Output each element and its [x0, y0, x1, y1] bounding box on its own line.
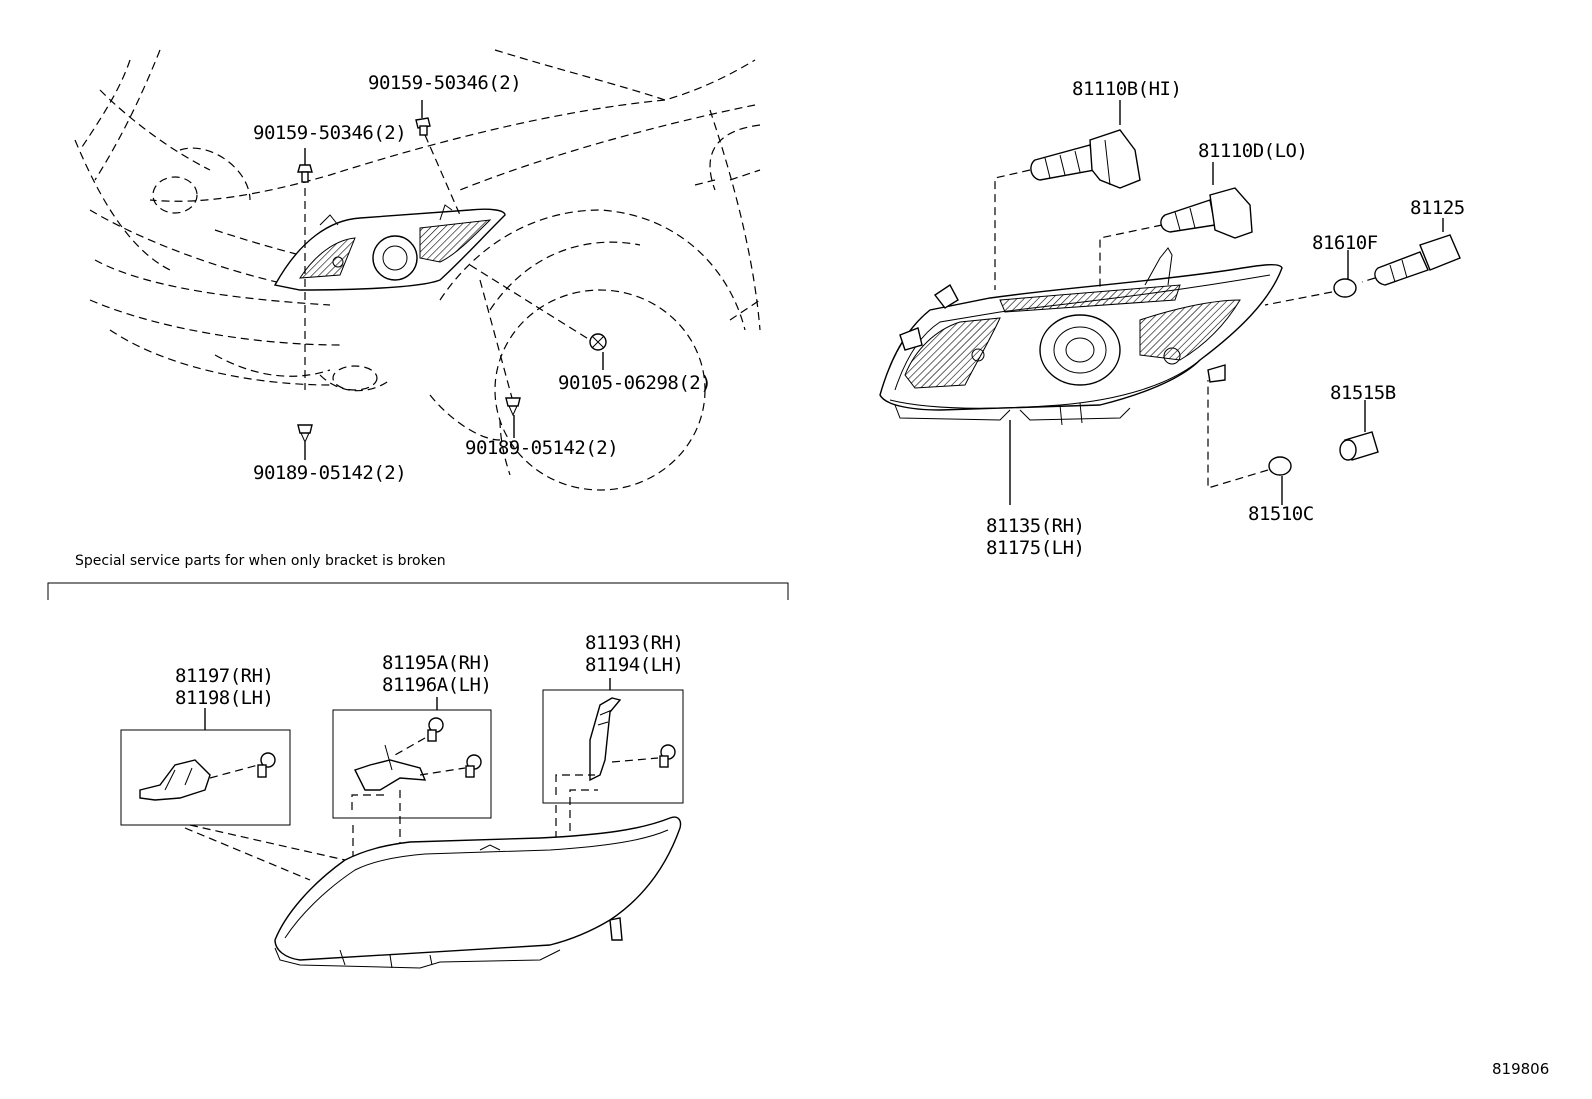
label-bracket-81195a-rh: 81195A(RH): [382, 652, 492, 674]
label-headlamp-rh: 81135(RH): [986, 515, 1085, 537]
label-bracket-81197: 81197(RH) 81198(LH): [175, 665, 274, 709]
label-screw-fender: 90105-06298(2): [558, 372, 712, 394]
label-headlamp: 81135(RH) 81175(LH): [986, 515, 1085, 559]
label-socket-81515b: 81515B: [1330, 382, 1396, 404]
figure-number: 819806: [1492, 1060, 1550, 1078]
headlamp-assembly: [879, 247, 1283, 505]
label-bolt-top-left: 90159-50346(2): [253, 122, 407, 144]
bulb-lo: [1099, 162, 1253, 290]
special-service-note: Special service parts for when only brac…: [75, 553, 446, 569]
bulb-hi: [994, 100, 1141, 290]
bracket-box-81195a: [332, 697, 492, 860]
label-clip-bottom-right: 90189-05142(2): [465, 437, 619, 459]
label-bolt-top-right: 90159-50346(2): [368, 72, 522, 94]
bulb-81610f: [1264, 250, 1357, 306]
label-bracket-81194-lh: 81194(LH): [585, 654, 684, 676]
label-bracket-81193: 81193(RH) 81194(LH): [585, 632, 684, 676]
bracket-box-81197: [120, 708, 346, 881]
car-front-outline: [74, 49, 761, 491]
label-bracket-81196a-lh: 81196A(LH): [382, 674, 492, 696]
label-socket-81125: 81125: [1410, 197, 1465, 219]
label-clip-bottom-left: 90189-05142(2): [253, 462, 407, 484]
bulb-81510c: [1207, 380, 1292, 505]
label-bracket-81197-rh: 81197(RH): [175, 665, 274, 687]
label-headlamp-lh: 81175(LH): [986, 537, 1085, 559]
installed-headlamp: [273, 204, 506, 291]
label-bulb-81610f: 81610F: [1312, 232, 1378, 254]
car-fasteners: [297, 100, 607, 460]
label-bracket-81193-rh: 81193(RH): [585, 632, 684, 654]
label-bulb-81510c: 81510C: [1248, 503, 1314, 525]
bracket-box-81193: [542, 678, 684, 840]
socket-81515b: [1339, 400, 1379, 461]
label-bulb-hi: 81110B(HI): [1072, 78, 1182, 100]
label-bulb-lo: 81110D(LO): [1198, 140, 1308, 162]
socket-81125: [1361, 218, 1461, 286]
headlamp-lens-housing: [274, 816, 682, 969]
label-bracket-81195a: 81195A(RH) 81196A(LH): [382, 652, 492, 696]
label-bracket-81198-lh: 81198(LH): [175, 687, 274, 709]
special-service-frame: [47, 582, 789, 600]
